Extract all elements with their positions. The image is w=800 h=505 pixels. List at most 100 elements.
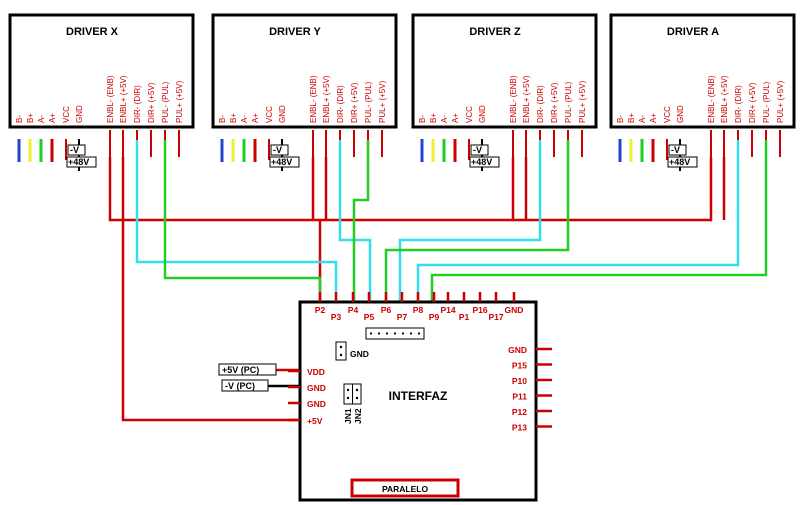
- driver-pin-label: DIR- (DIR): [133, 85, 142, 123]
- driver-pin-label: B+: [429, 113, 438, 123]
- driver-title: DRIVER Y: [269, 26, 321, 38]
- power-48v-label: +48V: [271, 157, 292, 167]
- driver-title: DRIVER A: [667, 26, 719, 38]
- interface-top-pin: P3: [331, 312, 342, 322]
- gnd-jumper-label: GND: [350, 349, 369, 359]
- driver-pin-label: VCC: [265, 106, 274, 123]
- driver-power-labels: -V +48V: [469, 144, 500, 168]
- pc-negv-label: -V (PC): [225, 381, 255, 391]
- jn2-label: JN2: [353, 408, 363, 424]
- driver-pin-label: A-: [440, 115, 449, 123]
- pin-header-dots: [369, 332, 421, 335]
- paralelo-connector: [350, 478, 460, 498]
- pc-power: +5V (PC) -V (PC): [218, 363, 277, 392]
- driver-pin-label: A-: [37, 115, 46, 123]
- driver-power-labels: -V +48V: [667, 144, 698, 168]
- interface-right-pin: GND: [508, 345, 527, 355]
- interface-right-pin: P11: [512, 392, 527, 402]
- interface-left-pin: +5V: [307, 416, 323, 426]
- wires: [17, 130, 781, 422]
- power-negv-label: -V: [473, 145, 482, 155]
- interface-left-pin: GND: [307, 383, 326, 393]
- driver-pin-label: ENBL- (ENB): [509, 75, 518, 123]
- driver-pin-label: ENBL- (ENB): [309, 75, 318, 123]
- driver-pin-label: B-: [418, 115, 427, 123]
- driver-pin-label: A+: [649, 113, 658, 123]
- power-48v-label: +48V: [471, 157, 492, 167]
- driver-pin-label: ENBL+ (+5V): [119, 75, 128, 123]
- driver-pin-label: VCC: [62, 106, 71, 123]
- driver-pin-label: ENBL+ (+5V): [720, 75, 729, 123]
- interface-top-pin: P8: [413, 305, 424, 315]
- power-negv-label: -V: [273, 145, 282, 155]
- interface-top-pin: P6: [381, 305, 392, 315]
- driver-pin-label: DIR- (DIR): [734, 85, 743, 123]
- pin-header: [365, 327, 425, 340]
- interface-top-pin: P9: [429, 312, 440, 322]
- driver-pin-label: B-: [218, 115, 227, 123]
- interface-top-pin: P16: [472, 305, 487, 315]
- driver-pin-label: B+: [26, 113, 35, 123]
- interface-top-pin: P2: [315, 305, 326, 315]
- power-48v-label: +48V: [669, 157, 690, 167]
- driver-power-labels: -V +48V: [269, 144, 300, 168]
- driver-pin-label: A+: [48, 113, 57, 123]
- driver-pin-label: ENBL- (ENB): [106, 75, 115, 123]
- interface-top-pin: P4: [348, 305, 359, 315]
- driver-pin-label: PUL+ (+5V): [776, 80, 785, 123]
- driver-power-labels: -V +48V: [66, 144, 97, 168]
- driver-pin-label: B-: [15, 115, 24, 123]
- driver-pin-label: ENBL+ (+5V): [322, 75, 331, 123]
- driver-pin-label: ENBL+ (+5V): [522, 75, 531, 123]
- driver-pin-label: A+: [451, 113, 460, 123]
- driver-pin-label: ENBL- (ENB): [707, 75, 716, 123]
- driver-pin-label: PUL- (PUL): [564, 81, 573, 123]
- pc-5v-label: +5V (PC): [222, 365, 259, 375]
- interface-right-pin: P13: [512, 423, 527, 433]
- driver-pin-label: DIR- (DIR): [536, 85, 545, 123]
- driver-pin-label: DIR- (DIR): [336, 85, 345, 123]
- driver-pin-label: PUL+ (+5V): [378, 80, 387, 123]
- interface-top-pin: P17: [488, 312, 503, 322]
- driver-pin-label: GND: [478, 105, 487, 123]
- driver-pin-label: DIR+ (+5V): [550, 82, 559, 123]
- paralelo-label: PARALELO: [382, 484, 429, 494]
- interface-board: INTERFAZ P2P3P4P5P6P7P8P9P14P1P16P17GND …: [288, 292, 552, 502]
- gnd-jumper: [335, 341, 347, 361]
- power-negv-label: -V: [671, 145, 680, 155]
- interface-top-pin: P14: [440, 305, 455, 315]
- driver-pin-label: VCC: [465, 106, 474, 123]
- interface-top-pin: P5: [364, 312, 375, 322]
- driver-pin-label: DIR+ (+5V): [147, 82, 156, 123]
- interface-top-pin: GND: [505, 305, 524, 315]
- driver-pin-label: A-: [240, 115, 249, 123]
- power-negv-label: -V: [70, 145, 79, 155]
- driver-pin-label: PUL- (PUL): [161, 81, 170, 123]
- interface-right-pin: P10: [512, 376, 527, 386]
- driver-pin-label: GND: [278, 105, 287, 123]
- driver-pin-label: B+: [627, 113, 636, 123]
- jn1-label: JN1: [343, 408, 353, 424]
- driver-title: DRIVER Z: [469, 26, 521, 38]
- interface-title: INTERFAZ: [389, 389, 448, 403]
- interface-top-pin: P7: [397, 312, 408, 322]
- driver-pin-label: DIR+ (+5V): [350, 82, 359, 123]
- driver-pin-label: DIR+ (+5V): [748, 82, 757, 123]
- interface-left-pins: VDD GND GND +5V: [288, 367, 326, 426]
- power-48v-label: +48V: [68, 157, 89, 167]
- driver-pin-label: A-: [638, 115, 647, 123]
- driver-pin-label: GND: [75, 105, 84, 123]
- driver-pin-label: VCC: [663, 106, 672, 123]
- interface-top-pin: P1: [459, 312, 470, 322]
- driver-pin-label: PUL- (PUL): [762, 81, 771, 123]
- interface-left-pin: GND: [307, 399, 326, 409]
- interface-left-pin: VDD: [307, 367, 325, 377]
- driver-pin-label: B+: [229, 113, 238, 123]
- driver-pin-label: GND: [676, 105, 685, 123]
